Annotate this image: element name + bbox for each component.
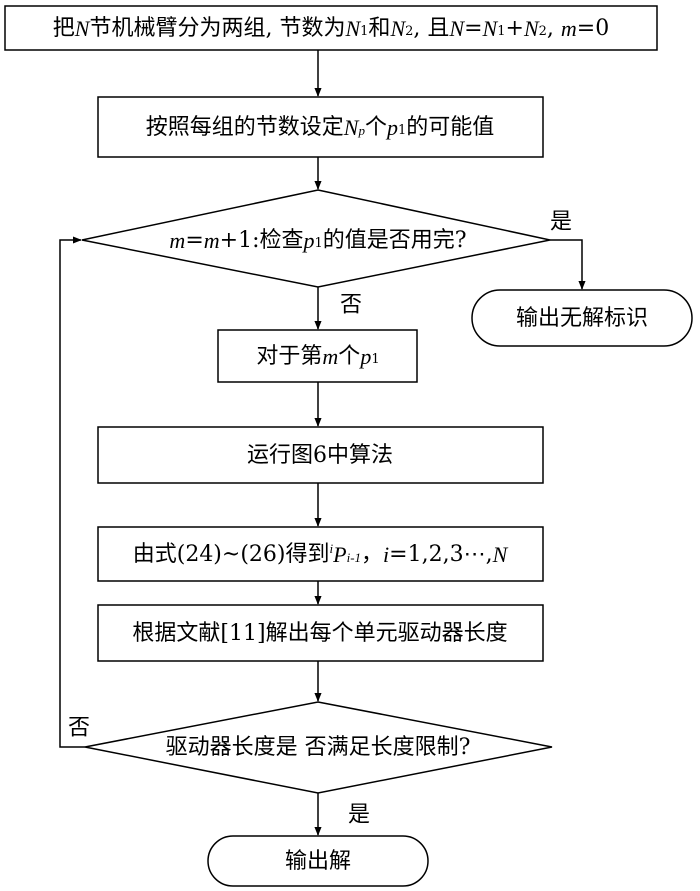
compute-box bbox=[97, 526, 544, 582]
solve-actuator-text: 根据文献[11]解出每个单元驱动器长度 bbox=[132, 621, 507, 646]
set-values-box bbox=[97, 96, 544, 158]
run-algorithm-box bbox=[97, 426, 544, 484]
run-algorithm-text: 运行图6中算法 bbox=[247, 443, 393, 468]
no-solution-terminal bbox=[471, 289, 693, 347]
check-values-text: m=m+1:检查p1的值是否用完? bbox=[169, 228, 466, 253]
check-no-label: 否 bbox=[340, 293, 362, 318]
init-box bbox=[4, 5, 658, 51]
output-solution-terminal bbox=[207, 835, 429, 887]
output-solution-text: 输出解 bbox=[285, 849, 351, 874]
init-text: 把N节机械臂分为两组, 节数为N1和N2, 且N=N1+N2, m=0 bbox=[53, 16, 609, 41]
solve-actuator-box bbox=[97, 604, 544, 662]
compute-text: 由式(24)~(26)得到iPi-1，i=1,2,3⋯,N bbox=[133, 541, 509, 567]
for-mth-box bbox=[217, 329, 418, 383]
for-mth-text: 对于第m个p1 bbox=[256, 344, 379, 369]
edge-check-yes bbox=[550, 239, 586, 290]
no-solution-text: 输出无解标识 bbox=[516, 306, 648, 331]
check-yes-label: 是 bbox=[550, 210, 572, 235]
length-yes-label: 是 bbox=[348, 803, 370, 828]
length-no-label: 否 bbox=[68, 716, 90, 741]
edge-checklen-no-loop bbox=[59, 236, 85, 748]
set-values-text: 按照每组的节数设定Np个p1的可能值 bbox=[146, 115, 495, 140]
check-length-text: 驱动器长度是 否满足长度限制? bbox=[166, 735, 471, 760]
